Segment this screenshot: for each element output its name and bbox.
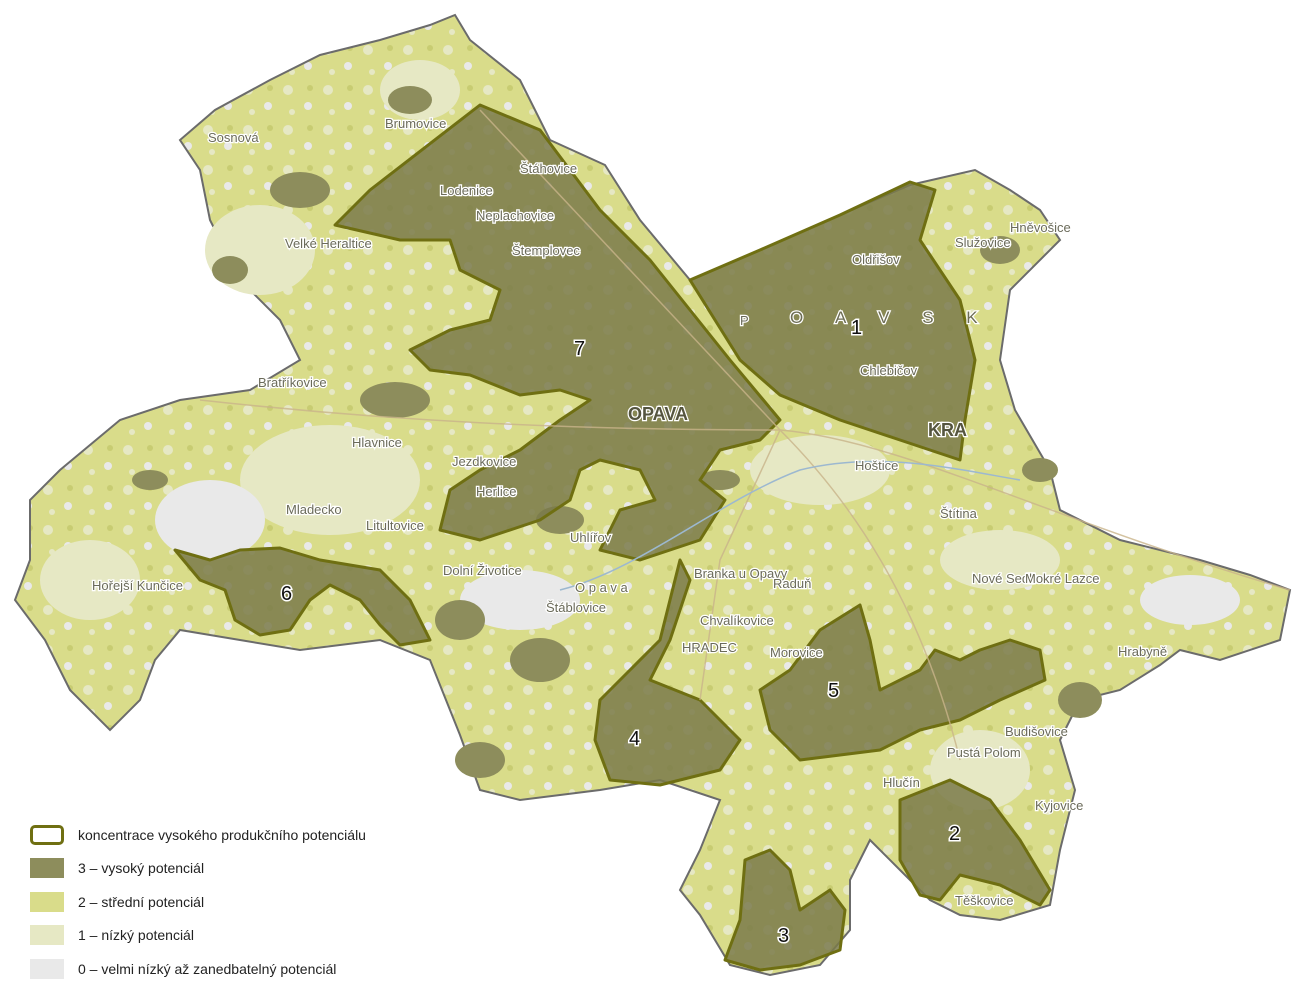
legend-row-medium: 2 – střední potenciál [30, 885, 490, 919]
legend-label-low: 1 – nízký potenciál [78, 927, 194, 944]
label-oldrisov: Oldřišov [852, 252, 900, 267]
label-chvalikovice: Chvalíkovice [700, 613, 774, 628]
label-radun: Raduň [773, 576, 811, 591]
high-potential-patches [132, 86, 1102, 778]
label-mladecko: Mladecko [286, 502, 342, 517]
label-hradec: HRADEC [682, 640, 737, 655]
roads [199, 109, 1291, 761]
zone-4 [593, 558, 742, 787]
zone-3 [723, 848, 847, 972]
zone-1 [688, 180, 977, 462]
zone-number-3: 3 [778, 925, 789, 947]
legend-swatch-high [30, 858, 64, 879]
label-sluzovice: Služovice [955, 235, 1011, 250]
zone-5 [758, 603, 1047, 762]
legend-swatch-very-low [30, 958, 64, 979]
label-horejsi-kuncice: Hořejší Kunčice [92, 578, 183, 593]
label-hrabyne: Hrabyně [1118, 644, 1167, 659]
label-opavsko-spaced: O A V S K [790, 308, 992, 327]
legend-row-outline: koncentrace vysokého produkčního potenci… [30, 818, 490, 852]
label-neplachovice: Neplachovice [476, 208, 554, 223]
river [559, 460, 1021, 591]
label-mokre-lazce: Mokré Lazce [1025, 571, 1099, 586]
zone-number-1: 1 [851, 317, 862, 339]
label-kravarsko-p: P [740, 313, 749, 328]
map-legend: koncentrace vysokého produkčního potenci… [30, 818, 490, 986]
legend-swatch-outline [30, 824, 64, 845]
label-hlucin: Hlučín [883, 775, 920, 790]
zone-number-6: 6 [281, 583, 292, 605]
legend-row-very-low: 0 – velmi nízký až zanedbatelný potenciá… [30, 952, 490, 986]
label-lodenice: Lodenice [440, 183, 493, 198]
legend-label-high: 3 – vysoký potenciál [78, 860, 205, 877]
zone-number-2: 2 [949, 823, 960, 845]
legend-label-medium: 2 – střední potenciál [78, 893, 205, 910]
label-nove-sedlice: Nové Sedlice [972, 571, 1049, 586]
high-potential-zones [173, 103, 1052, 972]
label-kra: KRA [928, 420, 967, 440]
zone-number-7: 7 [574, 338, 585, 360]
label-stahovice: Štáhovice [520, 161, 577, 176]
label-litultovice: Litultovice [366, 518, 424, 533]
label-teskovice: Těškovice [955, 893, 1014, 908]
label-branka-u-opavy: Branka u Opavy [694, 566, 788, 581]
label-sosnova: Sosnová [208, 130, 259, 145]
zone-numbers: 1 2 3 4 5 6 7 [280, 316, 962, 949]
legend-label-very-low: 0 – velmi nízký až zanedbatelný potenciá… [78, 960, 337, 977]
label-morovice: Morovice [770, 645, 823, 660]
label-velke-heraltice: Velké Heraltice [285, 236, 372, 251]
label-kylesovice: Kyjovice [1035, 798, 1083, 813]
label-stemplovec: Štemplovec [512, 243, 580, 258]
zone-2 [898, 778, 1052, 907]
legend-swatch-low [30, 925, 64, 946]
legend-label-outline: koncentrace vysokého produkčního potenci… [78, 826, 366, 843]
label-uhlirov: Uhlířov [570, 530, 612, 545]
label-stitina: Štítina [940, 506, 978, 521]
legend-swatch-medium [30, 891, 64, 912]
label-budisovice: Budišovice [1005, 724, 1068, 739]
zone-7 [333, 103, 782, 562]
label-hnevosice: Hněvošice [1010, 220, 1071, 235]
label-opava: OPAVA [628, 404, 688, 424]
label-bratrikovice: Bratříkovice [258, 375, 327, 390]
label-jezdkovice: Jezdkovice [452, 454, 516, 469]
label-pusta-polom: Pustá Polom [947, 745, 1021, 760]
label-dolni-zivotice: Dolní Životice [443, 563, 522, 578]
label-hostice: Hoštice [855, 458, 898, 473]
legend-row-high: 3 – vysoký potenciál [30, 852, 490, 886]
label-chlebicov: Chlebičov [860, 363, 918, 378]
label-stablovice: Štáblovice [546, 600, 606, 615]
legend-row-low: 1 – nízký potenciál [30, 919, 490, 953]
zone-number-4: 4 [629, 728, 640, 750]
zone-6 [173, 546, 432, 647]
label-herlice: Herlice [476, 484, 516, 499]
zone-number-5: 5 [828, 680, 839, 702]
place-labels: OPAVA Oldřišov Služovice Hněvošice Brumo… [91, 115, 1169, 910]
label-hlavnice: Hlavnice [352, 435, 402, 450]
label-opava-river: O p a v a [575, 580, 629, 595]
label-brumovice: Brumovice [385, 116, 446, 131]
